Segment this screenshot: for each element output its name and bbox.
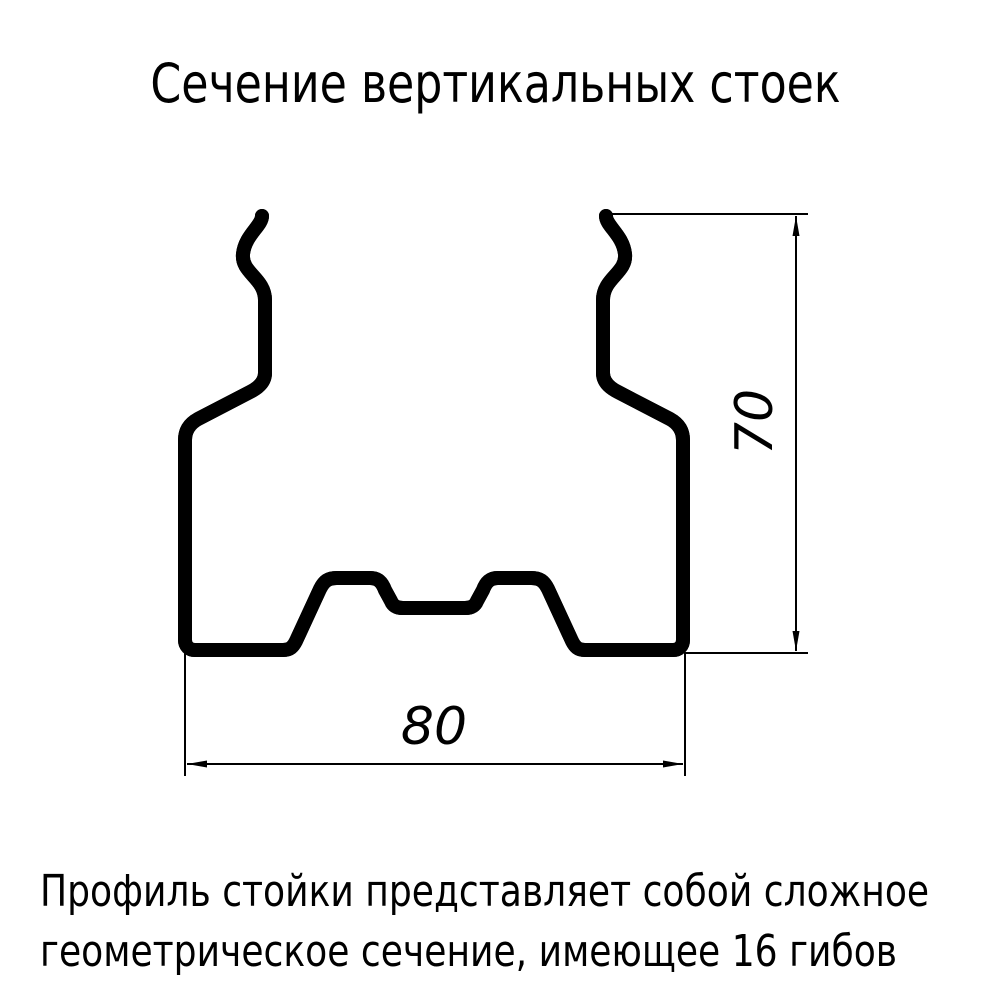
caption-line-1: Профиль стойки представляет собой сложно…: [40, 866, 930, 917]
profile-section: [178, 209, 690, 657]
width-dimension: 80: [184, 652, 686, 776]
description-caption: Профиль стойки представляет собой сложно…: [40, 862, 942, 982]
diagram-title: Сечение вертикальных стоек: [150, 52, 841, 115]
height-dimension-label: 70: [725, 389, 785, 455]
caption-line-2: геометрическое сечение, имеющее 16 гибов: [40, 926, 898, 977]
height-dimension: 70: [606, 213, 808, 654]
width-dimension-label: 80: [401, 697, 467, 757]
